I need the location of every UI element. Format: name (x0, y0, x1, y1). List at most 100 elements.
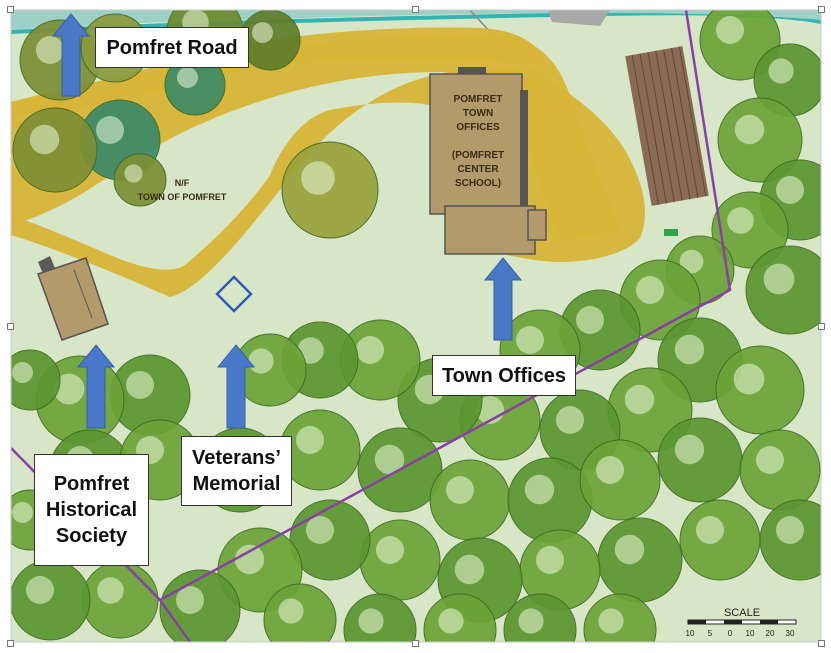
town-offices-map-label-line: OFFICES (456, 122, 500, 133)
tree (281, 141, 379, 239)
scale-tick-label: 10 (746, 629, 755, 638)
town-offices-arrow (483, 257, 523, 341)
scale-tick-label: 20 (766, 629, 775, 638)
scale-tick-label: 10 (686, 629, 695, 638)
town-offices-map-label-line: (POMFRET (452, 150, 504, 161)
tree (711, 191, 789, 269)
town-offices-map-label-line: TOWN (463, 108, 493, 119)
tree-highlight (598, 608, 624, 634)
tree (657, 417, 743, 503)
pomfret-road-callout: Pomfret Road (95, 27, 249, 68)
historical-society-line-1: Pomfret (53, 473, 130, 495)
tree-highlight (97, 577, 124, 604)
resize-handle-top-middle[interactable] (412, 6, 419, 13)
tree-highlight (734, 114, 765, 145)
tree (279, 409, 361, 491)
scale-tick-label: 0 (728, 629, 733, 638)
resize-handle-middle-right[interactable] (818, 323, 825, 330)
veterans-memorial-line-2: Memorial (192, 473, 281, 495)
tree-highlight (374, 444, 405, 475)
tree-highlight (278, 598, 304, 624)
tree-highlight (376, 536, 404, 564)
town-offices-callout: Town Offices (432, 355, 576, 396)
tree (239, 10, 301, 71)
tree-highlight (679, 249, 704, 274)
historical-society-callout: Pomfret Historical Society (34, 454, 149, 566)
tree-highlight (776, 516, 804, 544)
scale-tick-label: 5 (708, 629, 713, 638)
tree-highlight (596, 456, 624, 484)
veterans-memorial-marker (215, 275, 253, 313)
scale-tick-label: 30 (786, 629, 795, 638)
tree-highlight (756, 446, 784, 474)
tree-highlight (763, 263, 795, 295)
parcel-map-label-line: N/F (175, 178, 190, 188)
historical-society-building (37, 256, 109, 341)
tree-highlight (696, 516, 724, 544)
scale-bar: SCALE 10 5 0 10 20 30 (686, 607, 797, 638)
parking-area (548, 10, 610, 26)
tree-highlight (674, 434, 705, 465)
tree-highlight (53, 373, 85, 405)
veterans-memorial-arrow (216, 344, 256, 429)
resize-handle-top-right[interactable] (818, 6, 825, 13)
tree-highlight (727, 207, 754, 234)
tree-highlight (176, 586, 204, 614)
tree-highlight (252, 22, 273, 43)
tree (81, 561, 159, 639)
tree-highlight (536, 546, 564, 574)
tree-highlight (516, 326, 544, 354)
tree-highlight (524, 474, 555, 505)
svg-text:SCALE: SCALE (724, 607, 760, 619)
historical-society-line-2: Historical (45, 499, 138, 521)
tree-highlight (234, 544, 265, 575)
tree-highlight (733, 363, 765, 395)
tree-highlight (248, 348, 274, 374)
resize-handle-bottom-middle[interactable] (412, 640, 419, 647)
tree (12, 107, 98, 193)
resize-handle-middle-left[interactable] (7, 323, 14, 330)
tree-highlight (518, 608, 544, 634)
tree-highlight (12, 502, 33, 523)
tree-highlight (358, 608, 384, 634)
tree-highlight (306, 516, 334, 544)
tree (717, 97, 803, 183)
town-offices-map-label-line: SCHOOL) (455, 178, 501, 189)
tree-highlight (96, 116, 124, 144)
veterans-memorial-line-1: Veterans’ (192, 447, 281, 469)
tree-highlight (438, 608, 464, 634)
resize-handle-bottom-left[interactable] (7, 640, 14, 647)
tree-highlight (446, 476, 474, 504)
pomfret-road-arrow (51, 13, 91, 97)
resize-handle-top-left[interactable] (7, 6, 14, 13)
veterans-memorial-callout: Veterans’ Memorial (181, 436, 292, 506)
tree-highlight (126, 371, 154, 399)
tree-highlight (301, 161, 335, 195)
tree-highlight (776, 176, 804, 204)
tree-highlight (674, 334, 705, 365)
tree (113, 153, 167, 207)
tree (579, 439, 661, 521)
tree-highlight (576, 306, 604, 334)
tree-highlight (454, 554, 485, 585)
tree (11, 349, 61, 411)
tree-highlight (716, 16, 744, 44)
tree (597, 517, 683, 603)
tree (739, 429, 821, 511)
tree-highlight (556, 406, 584, 434)
pomfret-road-label: Pomfret Road (106, 36, 238, 59)
tree-highlight (12, 362, 33, 383)
tree-highlight (26, 576, 54, 604)
tree-highlight (124, 164, 143, 183)
resize-handle-bottom-right[interactable] (818, 640, 825, 647)
tree (11, 559, 91, 641)
tree-highlight (356, 336, 384, 364)
tree-highlight (614, 534, 645, 565)
tree-highlight (636, 276, 664, 304)
tree-highlight (624, 384, 655, 415)
shed-building (625, 46, 709, 206)
